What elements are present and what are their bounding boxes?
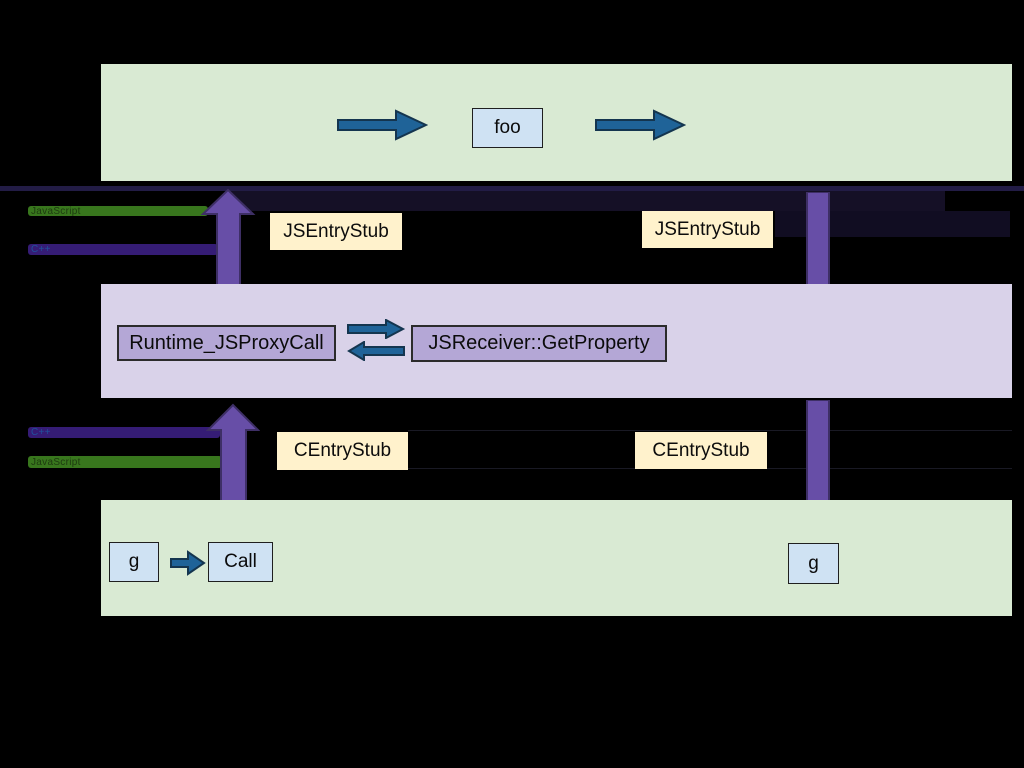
js-entry-stub-left-text: JSEntryStub <box>283 220 389 242</box>
javascript-frames-bar-lower: JavaScript <box>28 456 222 468</box>
arrow-getproperty-to-runtime <box>347 341 405 361</box>
js-cpp-boundary-line <box>0 186 1024 191</box>
c-entry-stub-right-text: CEntryStub <box>652 439 750 461</box>
c-entry-stub-right-label: CEntryStub <box>635 432 767 469</box>
top-javascript-band <box>101 64 1012 181</box>
g-caller-label: g <box>128 551 140 572</box>
g-callee-label: g <box>808 552 819 574</box>
flow-arrow-into-foo <box>337 109 428 141</box>
jsreceiver-getproperty-label: JSReceiver::GetProperty <box>428 332 650 354</box>
arrow-runtime-to-getproperty <box>347 319 406 339</box>
js-cpp-boundary-strip <box>230 191 945 211</box>
foo-box-label: foo <box>494 117 521 138</box>
javascript-bar-label-lower: JavaScript <box>31 456 81 468</box>
g-caller-box: g <box>109 542 159 582</box>
cpp-bar-label-lower: C++ <box>31 427 51 438</box>
runtime-jsproxycall-label: Runtime_JSProxyCall <box>129 331 324 354</box>
g-callee-box: g <box>788 543 839 584</box>
js-entry-stub-right-text: JSEntryStub <box>654 218 761 240</box>
runtime-jsproxycall-box: Runtime_JSProxyCall <box>117 325 336 361</box>
jsreceiver-getproperty-box: JSReceiver::GetProperty <box>411 325 667 362</box>
javascript-frames-bar-upper: JavaScript <box>28 205 208 217</box>
cpp-bar-label: C++ <box>31 244 51 255</box>
cpp-frames-bar-lower: C++ <box>28 427 220 438</box>
foo-box: foo <box>472 108 543 148</box>
arrow-g-to-call <box>170 550 206 576</box>
js-entry-stub-left-label: JSEntryStub <box>270 213 402 250</box>
c-entry-stub-left-text: CEntryStub <box>293 440 392 461</box>
c-entry-stub-left-label: CEntryStub <box>277 432 408 470</box>
call-box: Call <box>208 542 273 582</box>
c-entry-row-line-top <box>408 430 1012 431</box>
cpp-frames-bar-upper: C++ <box>28 244 218 255</box>
flow-arrow-out-of-foo <box>595 109 686 141</box>
javascript-bar-label: JavaScript <box>31 205 81 217</box>
js-entry-stub-right-label: JSEntryStub <box>642 211 773 248</box>
call-box-label: Call <box>224 551 257 572</box>
